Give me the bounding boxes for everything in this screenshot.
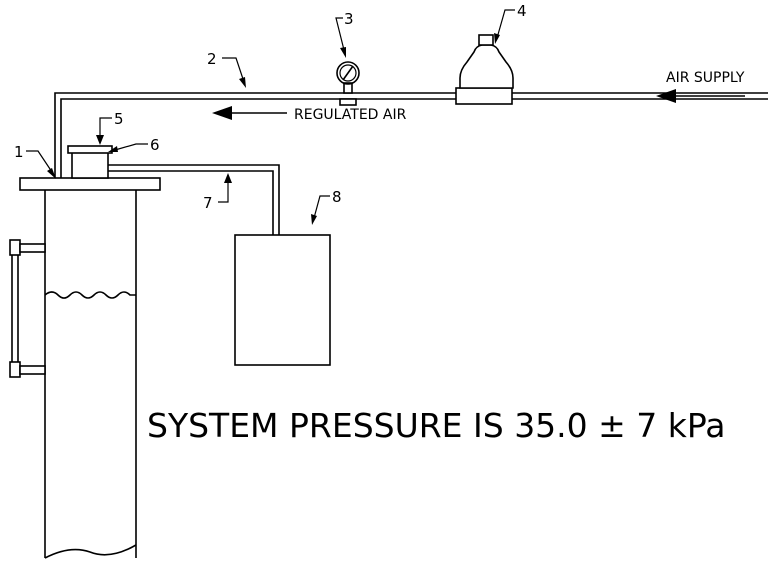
column-body	[19, 177, 161, 559]
pressure-gauge	[336, 61, 360, 106]
callout-7: 7	[203, 194, 213, 212]
system-pressure-note: SYSTEM PRESSURE IS 35.0 ± 7 kPa	[147, 406, 726, 445]
callout-6: 6	[150, 136, 160, 154]
air-supply-line	[54, 92, 768, 178]
sight-glass	[9, 239, 46, 378]
air-supply-label: AIR SUPPLY	[666, 70, 745, 86]
callout-4: 4	[517, 2, 527, 20]
regulated-air-arrow	[212, 106, 287, 120]
air-supply-arrow	[656, 89, 745, 103]
tubing-to-vessel	[108, 164, 280, 235]
pressure-regulator	[455, 34, 514, 105]
callout-5: 5	[114, 110, 124, 128]
leader-lines	[26, 9, 515, 225]
regulated-air-label: REGULATED AIR	[294, 107, 407, 123]
callout-3: 3	[344, 10, 354, 28]
vessel	[234, 234, 331, 366]
cap-fitting	[67, 145, 113, 179]
callout-1: 1	[14, 143, 24, 161]
callout-8: 8	[332, 188, 342, 206]
callout-2: 2	[207, 50, 217, 68]
